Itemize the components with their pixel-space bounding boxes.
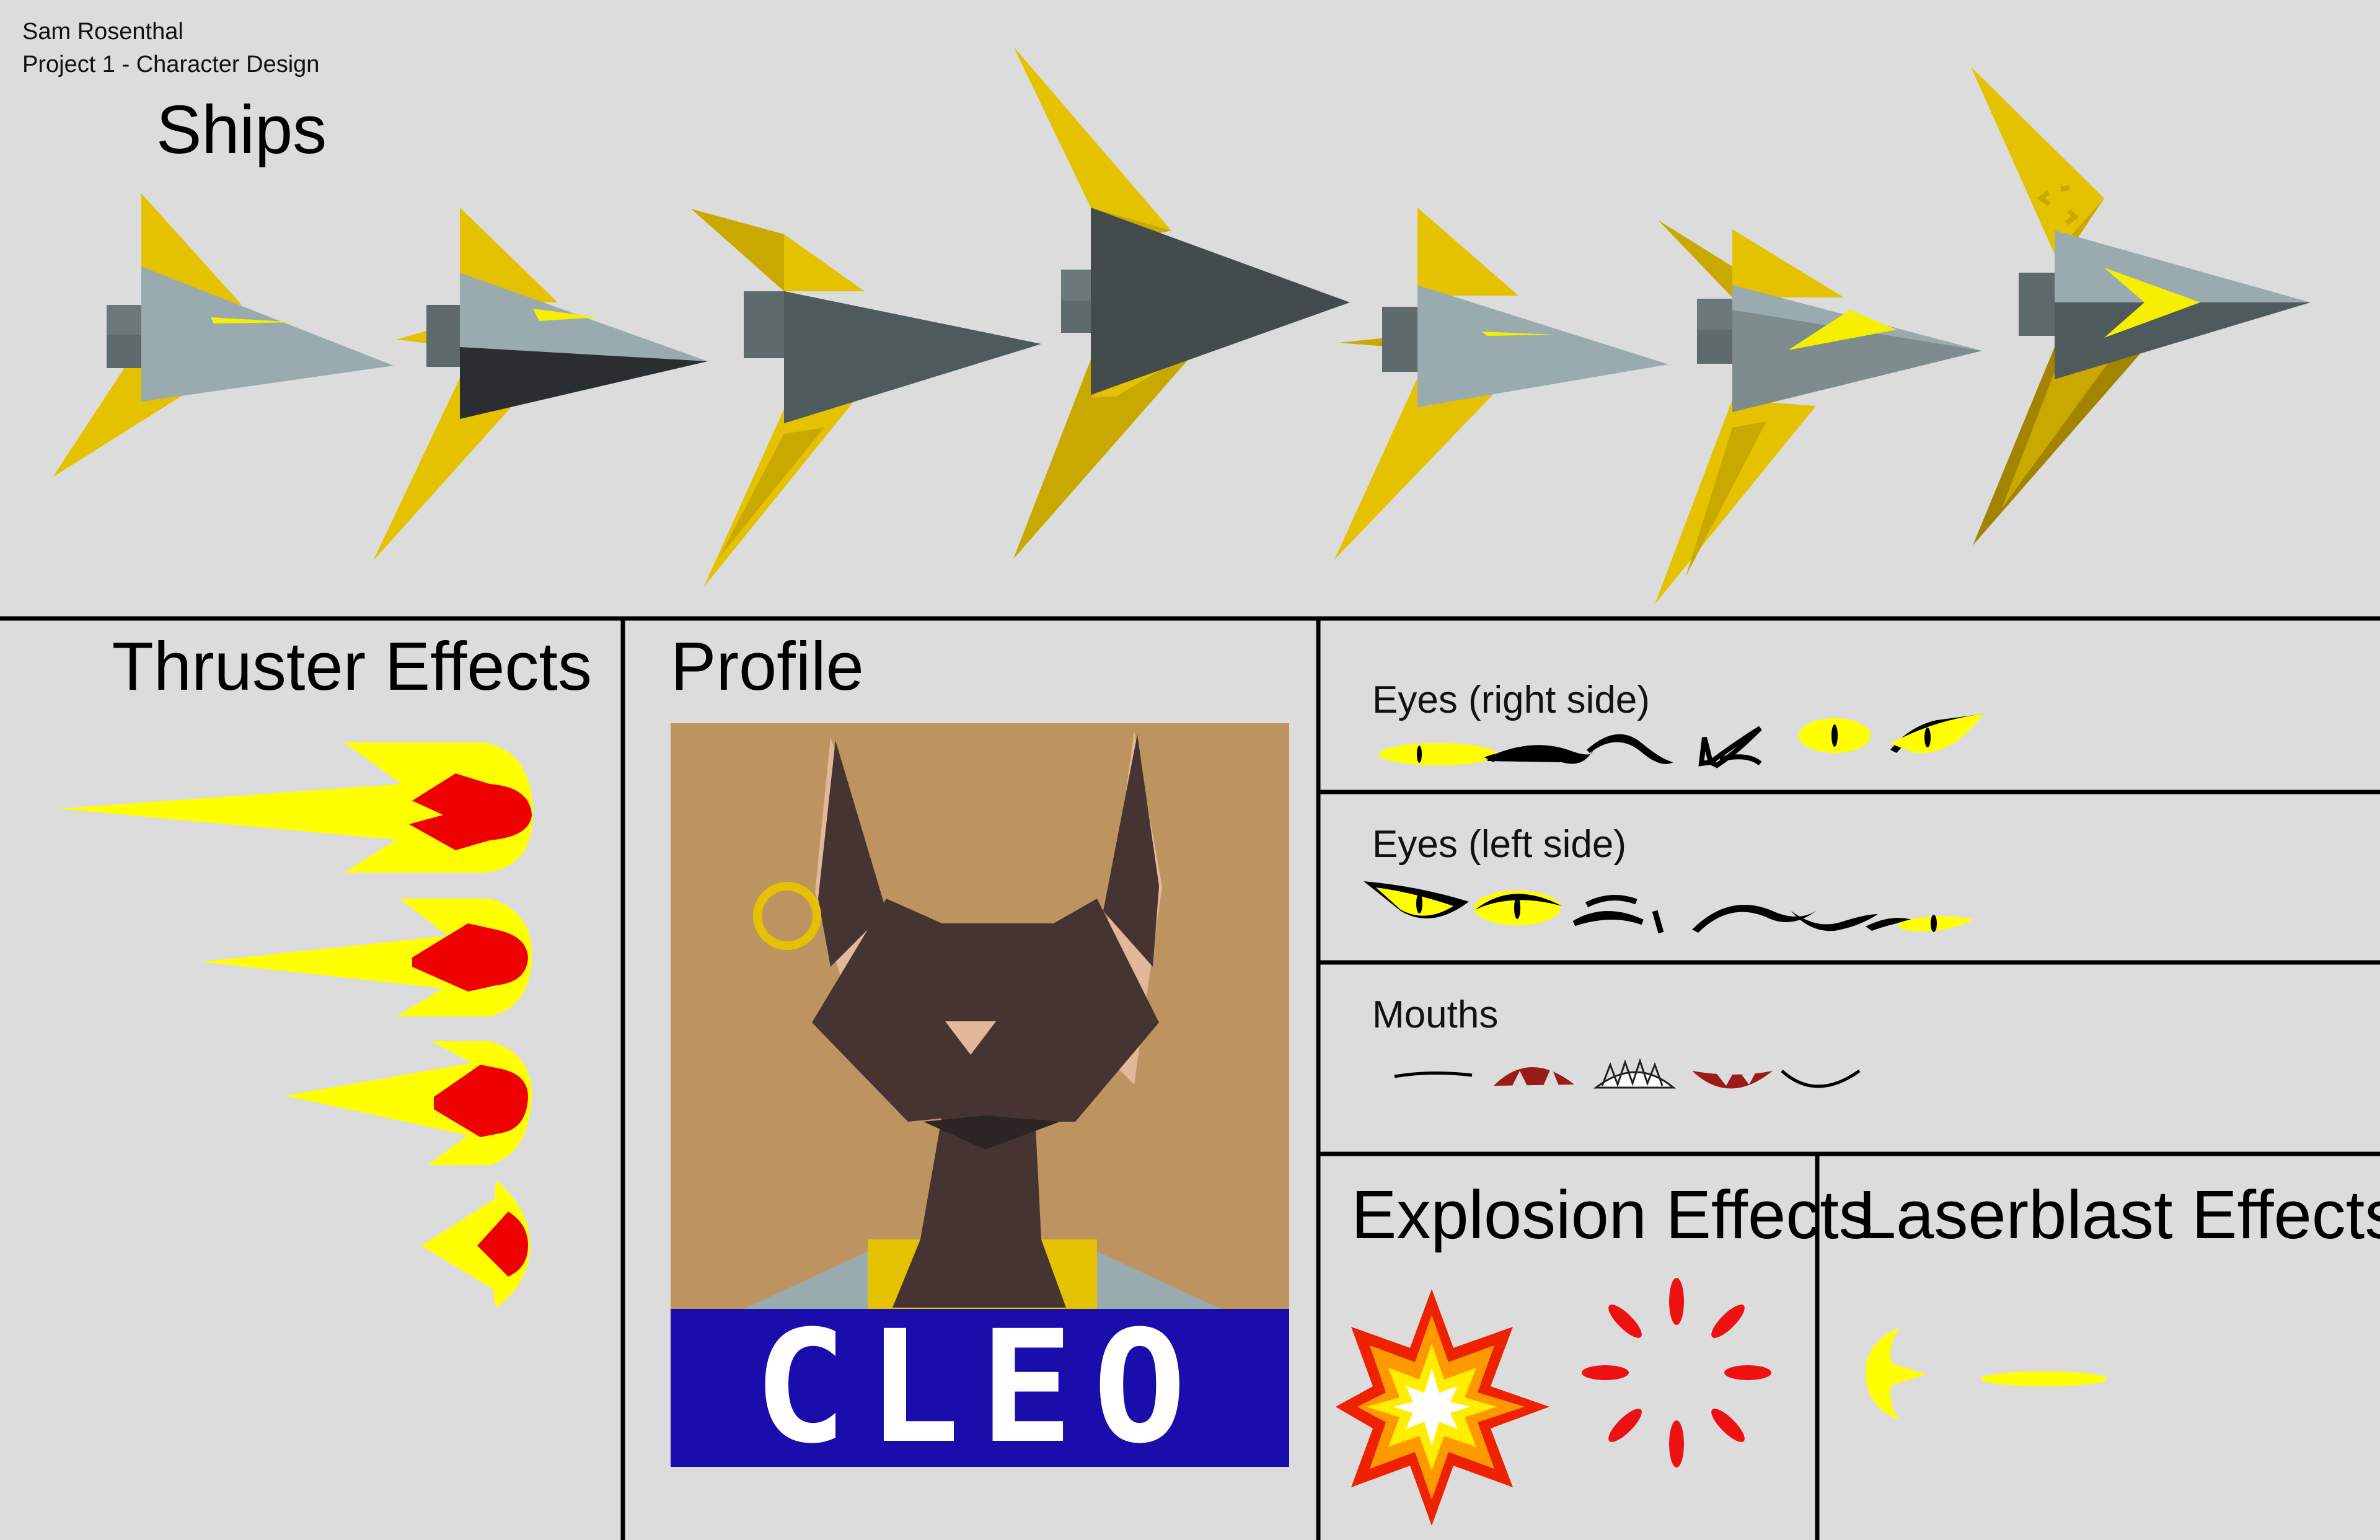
eyes-right-row	[1379, 714, 1983, 768]
ship-6	[1655, 220, 1982, 604]
project-title: Project 1 - Character Design	[22, 51, 319, 77]
author-name: Sam Rosenthal	[22, 19, 183, 45]
ship-3	[691, 209, 1041, 587]
ship-2	[373, 208, 708, 561]
eyes-left-row	[1364, 881, 1974, 934]
profile-portrait: CLEO	[671, 723, 1289, 1477]
thruster-effects-heading: Thruster Effects	[112, 628, 592, 705]
thruster-flame-4	[421, 1181, 530, 1308]
laserblast-effects-heading: Laserblast Effects	[1858, 1177, 2380, 1253]
mouths-row	[1394, 1058, 1861, 1089]
earring-icon	[753, 882, 821, 950]
thruster-flame-1	[59, 742, 533, 873]
thruster-flame-3	[285, 1041, 532, 1165]
profile-heading: Profile	[671, 628, 864, 705]
ship-1	[53, 193, 394, 477]
mouth-smile	[1781, 1069, 1861, 1088]
eyes-left-label: Eyes (left side)	[1372, 823, 1626, 866]
layout-grid	[0, 616, 2380, 1540]
ship-5	[1334, 208, 1668, 560]
thruster-flame-2	[201, 899, 532, 1016]
ships-heading: Ships	[156, 92, 327, 168]
ship-7	[1971, 67, 2311, 545]
thruster-flames	[59, 742, 533, 1308]
mouth-fangs	[1494, 1067, 1574, 1086]
profile-name: CLEO	[754, 1297, 1206, 1477]
laser-impact	[1866, 1327, 1926, 1420]
explosion-particles	[1582, 1278, 1771, 1467]
eyes-right-label: Eyes (right side)	[1372, 679, 1650, 721]
ships-row	[53, 46, 2311, 604]
mouth-open	[1692, 1071, 1773, 1089]
explosion-burst	[1336, 1289, 1549, 1526]
explosion-effects-heading: Explosion Effects	[1351, 1177, 1873, 1253]
laser-bolt	[1981, 1371, 2107, 1386]
mouth-teeth	[1593, 1058, 1677, 1089]
mouth-neutral	[1394, 1071, 1473, 1078]
name-banner	[671, 1309, 1289, 1467]
laserblast-shapes	[1866, 1327, 2107, 1420]
mouths-label: Mouths	[1372, 993, 1498, 1036]
ship-4	[1013, 46, 1350, 559]
